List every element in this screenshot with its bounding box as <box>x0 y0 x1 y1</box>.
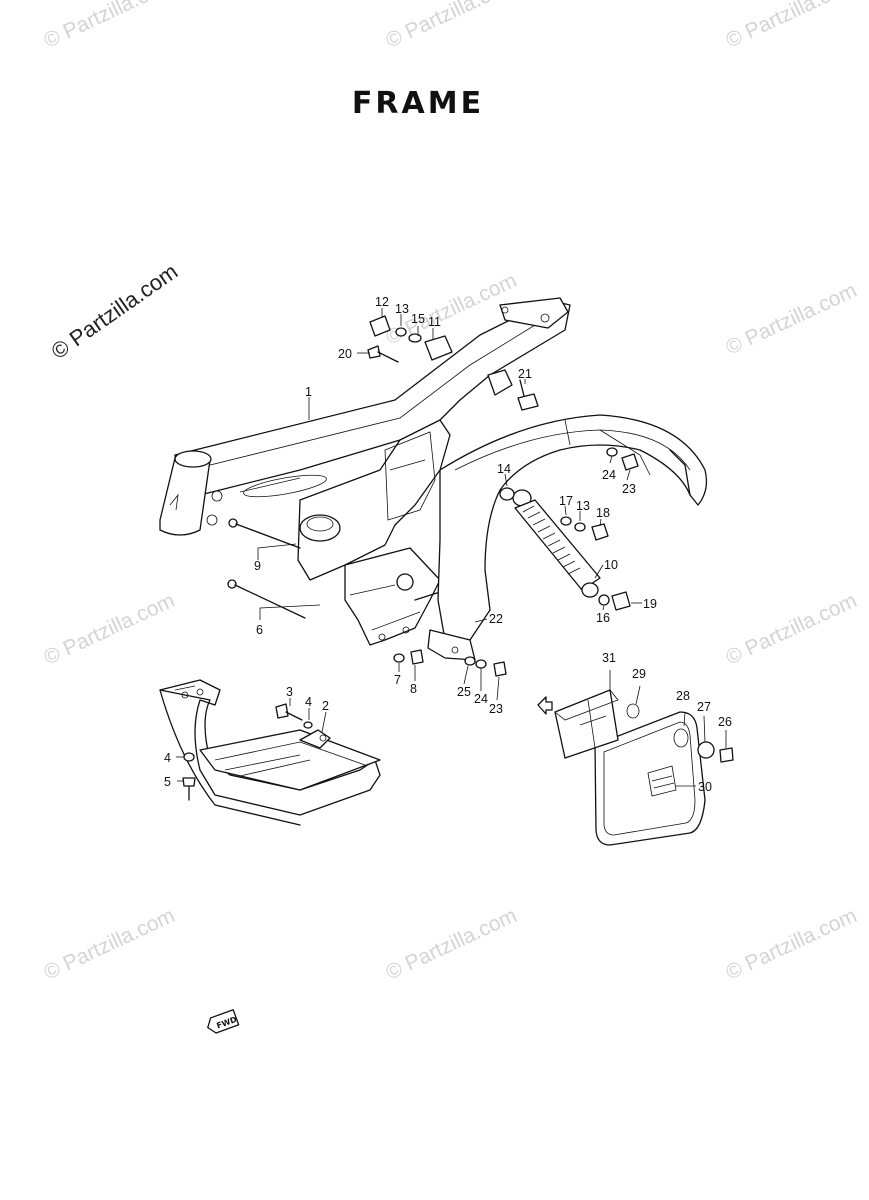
callout-19: 19 <box>643 597 657 611</box>
callout-30: 30 <box>698 780 712 794</box>
callout-24: 24 <box>602 468 616 482</box>
side-cover-drawing <box>537 689 734 846</box>
callout-13: 13 <box>395 302 409 316</box>
callout-1: 1 <box>305 385 312 399</box>
callout-labels: 1 12 13 15 11 20 21 9 6 14 17 13 18 10 1… <box>164 295 732 794</box>
callout-15: 15 <box>411 312 425 326</box>
callout-14: 14 <box>497 462 511 476</box>
rear-fender-drawing <box>427 414 708 661</box>
watermark-primary: © Partzilla.com <box>47 259 183 365</box>
watermark: © Partzilla.com <box>722 279 860 360</box>
watermark: © Partzilla.com <box>722 0 860 53</box>
callout-20: 20 <box>338 347 352 361</box>
callout-12: 12 <box>375 295 389 309</box>
rear-shock-drawing <box>512 489 601 598</box>
callout-13b: 13 <box>576 499 590 513</box>
callout-16: 16 <box>596 611 610 625</box>
callout-10: 10 <box>604 558 618 572</box>
watermark: © Partzilla.com <box>722 589 860 670</box>
lower-frame-drawing <box>159 679 381 826</box>
watermark: © Partzilla.com <box>40 0 178 53</box>
callout-5: 5 <box>164 775 171 789</box>
callout-22: 22 <box>489 612 503 626</box>
callout-21: 21 <box>518 367 532 381</box>
watermark: © Partzilla.com <box>382 904 520 985</box>
hardware-drawings <box>227 315 639 677</box>
callout-11: 11 <box>428 315 441 329</box>
callout-4: 4 <box>305 695 312 709</box>
fwd-arrow-icon: FWD <box>207 1009 240 1034</box>
leader-lines <box>176 308 727 787</box>
callout-23b: 23 <box>489 702 503 716</box>
callout-7: 7 <box>394 673 401 687</box>
callout-6: 6 <box>256 623 263 637</box>
callout-2: 2 <box>322 699 329 713</box>
watermark: © Partzilla.com <box>40 589 178 670</box>
watermark: © Partzilla.com <box>40 904 178 985</box>
main-frame-drawing <box>159 297 571 646</box>
callout-17: 17 <box>559 494 573 508</box>
callout-9: 9 <box>254 559 261 573</box>
callout-25: 25 <box>457 685 471 699</box>
watermark: © Partzilla.com <box>382 0 520 53</box>
callout-8: 8 <box>410 682 417 696</box>
callout-31: 31 <box>602 651 616 665</box>
watermark: © Partzilla.com <box>722 904 860 985</box>
callout-23: 23 <box>622 482 636 496</box>
callout-3: 3 <box>286 685 293 699</box>
callout-27: 27 <box>697 700 711 714</box>
callout-28: 28 <box>676 689 690 703</box>
callout-24b: 24 <box>474 692 488 706</box>
callout-18: 18 <box>596 506 610 520</box>
callout-4b: 4 <box>164 751 171 765</box>
diagram-title: FRAME <box>351 86 485 121</box>
callout-26: 26 <box>718 715 732 729</box>
callout-29: 29 <box>632 667 646 681</box>
